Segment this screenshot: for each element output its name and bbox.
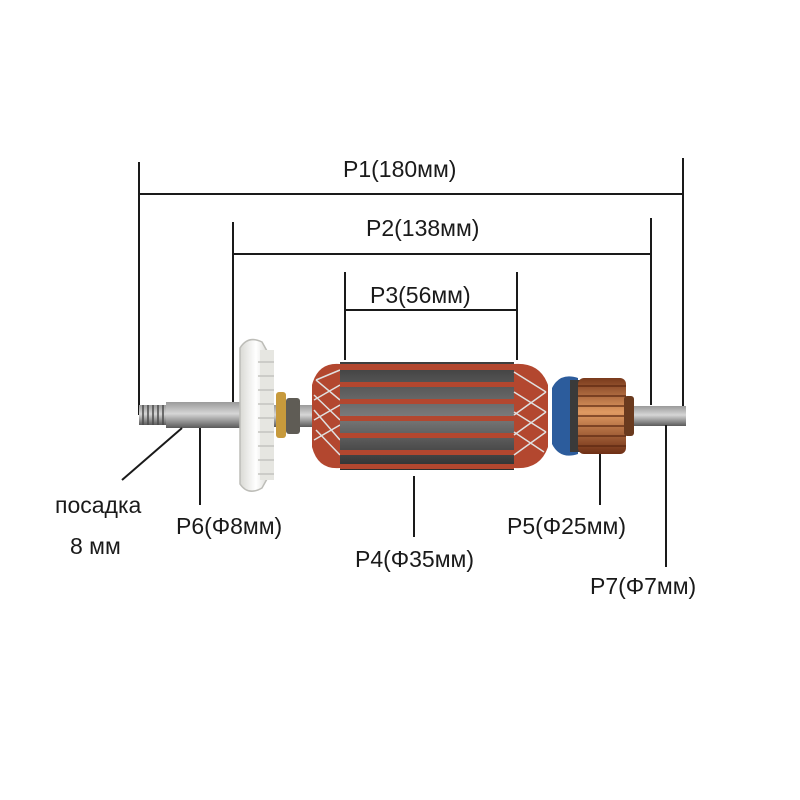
p2-label: P2(138мм): [366, 215, 480, 241]
commutator: [552, 376, 634, 456]
p4-label: P4(Φ35мм): [355, 546, 475, 572]
fit-label-line2: 8 мм: [70, 533, 121, 559]
p3-label: P3(56мм): [370, 282, 471, 308]
leader-lines: [121, 425, 667, 567]
dimension-p3: [344, 272, 518, 360]
p7-label: P7(Φ7мм): [590, 573, 697, 599]
p6-label: P6(Φ8мм): [176, 513, 283, 539]
fit-label-line1: посадка: [55, 492, 142, 518]
p1-label: P1(180мм): [343, 156, 457, 182]
rotor-core: [312, 362, 548, 470]
fan: [239, 338, 300, 492]
dimension-p2: [232, 218, 652, 405]
dimension-p1: [138, 158, 684, 415]
p5-label: P5(Φ25мм): [507, 513, 627, 539]
